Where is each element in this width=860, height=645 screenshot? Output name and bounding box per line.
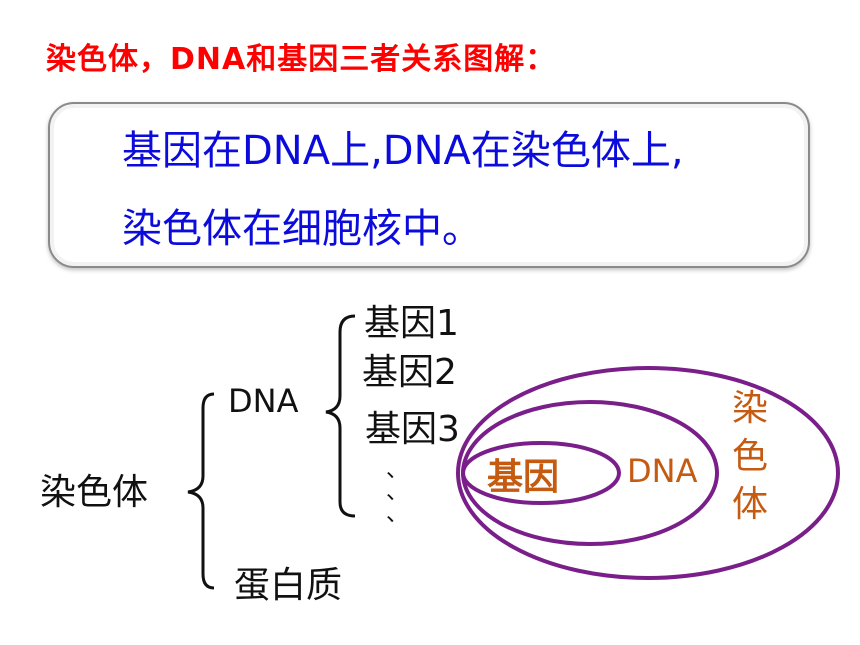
page-title: 染色体，DNA和基因三者关系图解： (46, 42, 557, 77)
tree-ellipsis-2: 、 (386, 480, 409, 505)
nested-gene-label: 基因 (487, 457, 560, 498)
tree-ellipsis-3: 、 (386, 502, 409, 527)
nested-dna-label: DNA (627, 452, 698, 490)
chromosome-ellipse (456, 366, 840, 580)
gene-ellipse (461, 441, 621, 505)
tree-root-chromosome: 染色体 (40, 472, 149, 513)
root-brace (187, 392, 215, 590)
tree-gene-2: 基因2 (362, 352, 457, 393)
callout-line-2: 染色体在细胞核中。 (122, 206, 482, 252)
summary-callout-box (48, 102, 810, 268)
callout-line-1: 基因在DNA上,DNA在染色体上, (122, 128, 684, 174)
tree-gene-1: 基因1 (364, 303, 459, 344)
nested-chromosome-label: 染色体 (731, 388, 768, 525)
tree-ellipsis-1: 、 (386, 458, 409, 483)
tree-dna-label: DNA (228, 382, 299, 420)
tree-protein-label: 蛋白质 (234, 565, 343, 606)
dna-brace (325, 314, 356, 518)
tree-gene-3: 基因3 (365, 409, 460, 450)
